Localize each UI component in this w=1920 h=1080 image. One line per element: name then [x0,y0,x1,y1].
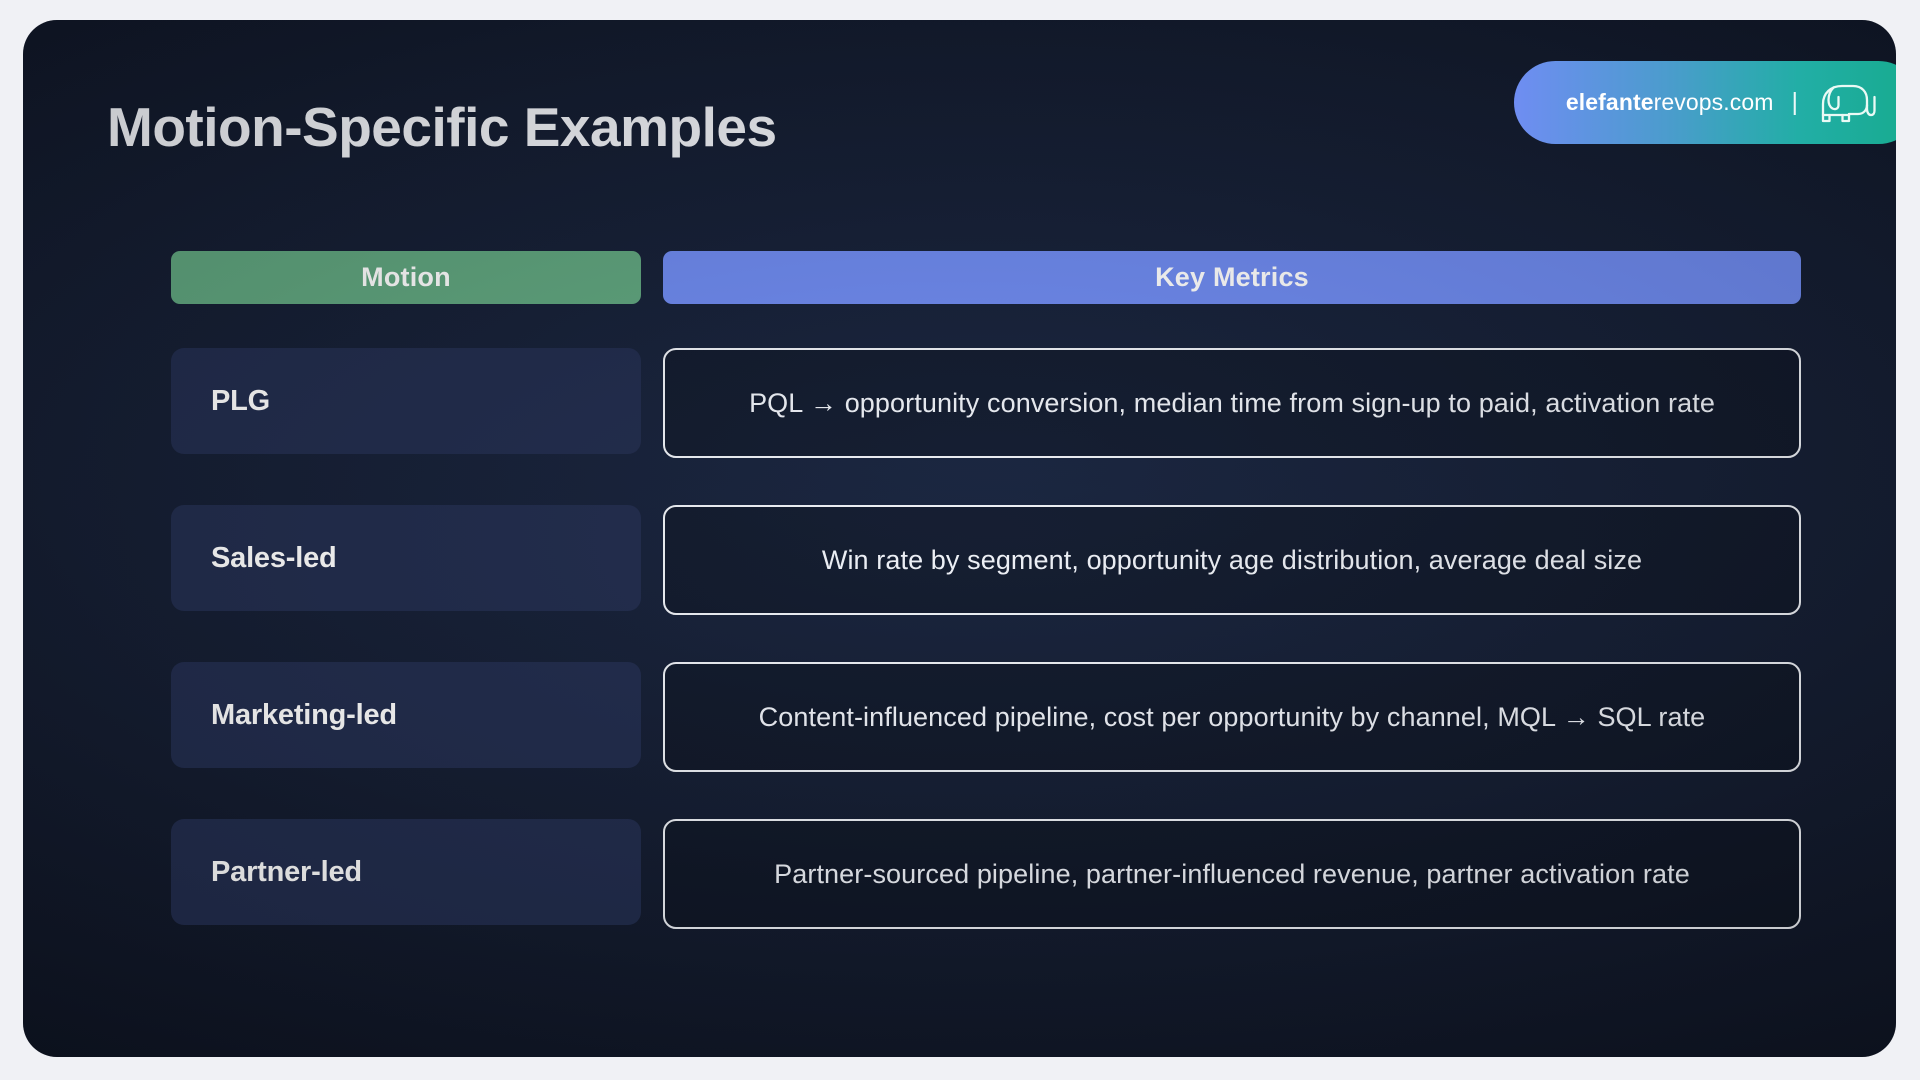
row-metrics-wrap: Content-influenced pipeline, cost per op… [663,662,1801,772]
motion-label: Sales-led [171,505,641,611]
metrics-description: Content-influenced pipeline, cost per op… [663,662,1801,772]
header-cell-motion: Motion [171,251,641,304]
table-header-row: Motion Key Metrics [171,251,1801,304]
slide-card: elefanterevops.com | Motion-Specific Exa… [23,20,1896,1057]
table-row: Sales-led Win rate by segment, opportuni… [171,505,1801,615]
row-metrics-wrap: Partner-sourced pipeline, partner-influe… [663,819,1801,929]
row-motion-wrap: Sales-led [171,505,641,615]
motion-label: Marketing-led [171,662,641,768]
page-title: Motion-Specific Examples [107,96,777,158]
table-row: PLG PQL → opportunity conversion, median… [171,348,1801,458]
header-cell-metrics-wrap: Key Metrics [663,251,1801,304]
brand-name-rest: revops.com [1653,89,1774,115]
brand-name: elefanterevops.com [1566,89,1774,116]
table-row: Marketing-led Content-influenced pipelin… [171,662,1801,772]
metrics-description: Win rate by segment, opportunity age dis… [663,505,1801,615]
brand-name-bold: elefante [1565,89,1654,115]
metrics-description: Partner-sourced pipeline, partner-influe… [663,819,1801,929]
row-motion-wrap: PLG [171,348,641,458]
table-row: Partner-led Partner-sourced pipeline, pa… [171,819,1801,929]
brand-separator: | [1791,88,1799,116]
brand-badge[interactable]: elefanterevops.com | [1513,61,1896,144]
row-motion-wrap: Marketing-led [171,662,641,772]
header-cell-metrics: Key Metrics [663,251,1801,304]
motion-label: Partner-led [171,819,641,925]
metrics-description: PQL → opportunity conversion, median tim… [663,348,1801,458]
motion-label: PLG [171,348,641,454]
row-motion-wrap: Partner-led [171,819,641,929]
row-metrics-wrap: PQL → opportunity conversion, median tim… [663,348,1801,458]
motion-metrics-table: Motion Key Metrics PLG PQL → opportunity… [171,251,1801,929]
header-cell-motion-wrap: Motion [171,251,641,304]
elephant-icon [1814,75,1876,130]
row-metrics-wrap: Win rate by segment, opportunity age dis… [663,505,1801,615]
